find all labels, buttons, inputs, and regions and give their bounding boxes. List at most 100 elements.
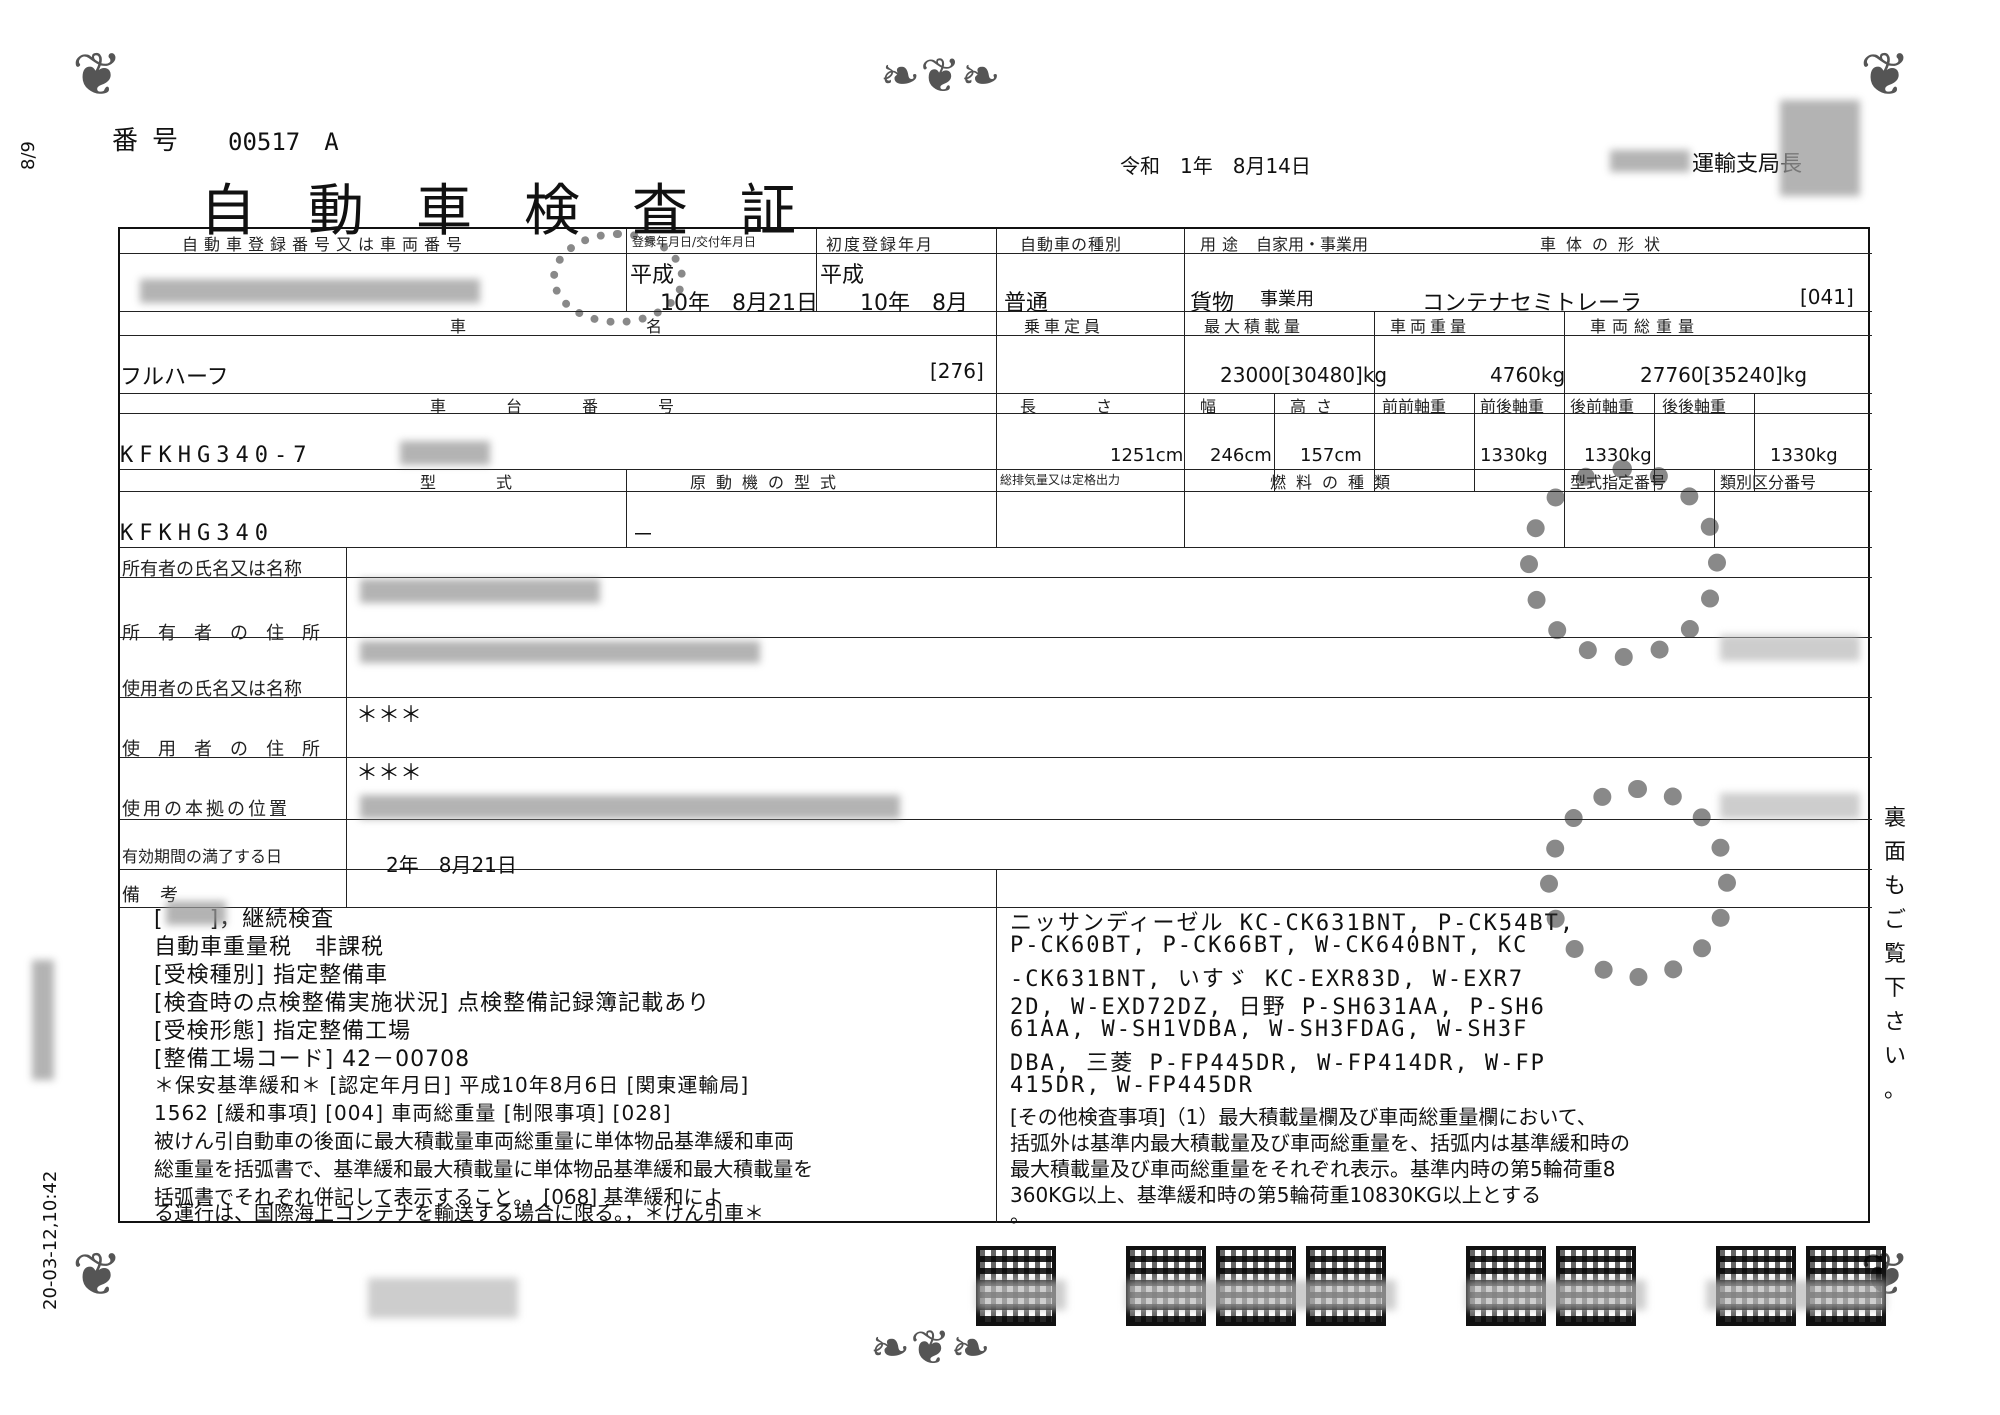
base-location-redacted bbox=[360, 795, 900, 819]
bottom-left-redacted bbox=[368, 1278, 518, 1318]
engine-model: － bbox=[632, 523, 655, 548]
label-fuel: 燃料の種類 bbox=[1270, 473, 1401, 492]
label-body-shape: 車体の形状 bbox=[1540, 235, 1671, 254]
vehicle-kind: 普通 bbox=[1004, 291, 1049, 316]
side-note-char: 裏 bbox=[1884, 806, 1907, 831]
side-stamp-top: 8/9 bbox=[18, 141, 39, 170]
side-note-char: 。 bbox=[1884, 1078, 1907, 1103]
side-stamp-bottom: 20-03-12,10:42 bbox=[40, 1170, 61, 1310]
label-width: 幅 bbox=[1200, 397, 1223, 416]
note-line: る運行は、国際海上コンテナを輸送する場合に限る。，＊けん引車＊ bbox=[154, 1201, 764, 1225]
official-seal-stamp bbox=[1540, 780, 1736, 986]
label-height: 高さ bbox=[1290, 397, 1343, 416]
label-user-address: 使用者の住所 bbox=[122, 739, 338, 760]
height: 157cm bbox=[1300, 445, 1362, 466]
spec-line: [その他検査事項]（1）最大積載量欄及び車両総重量欄において、 bbox=[1010, 1105, 1597, 1129]
note-line: [整備工場コード] 42－00708 bbox=[154, 1047, 471, 1072]
spec-line: 2D, W-EXD72DZ, 日野 P-SH631AA, P-SH6 bbox=[1010, 995, 1546, 1020]
spec-line: 最大積載量及び車両総重量をそれぞれ表示。基準内時の第5輪荷重8 bbox=[1010, 1157, 1616, 1181]
document-number: 00517 A bbox=[228, 128, 339, 156]
label-remarks: 備考 bbox=[122, 885, 198, 906]
side-note-char: も bbox=[1884, 874, 1907, 899]
document-number-label: 番号 bbox=[112, 126, 193, 156]
authority-name-redacted bbox=[1610, 150, 1690, 172]
use: 貨物 bbox=[1190, 291, 1235, 316]
max-load: 23000[30480]kg bbox=[1220, 363, 1388, 387]
label-vehicle-weight: 車両重量 bbox=[1390, 317, 1471, 336]
spec-line: -CK631BNT, いすゞ KC-EXR83D, W-EXR7 bbox=[1010, 967, 1525, 992]
label-displacement: 総排気量又は定格出力 bbox=[1000, 473, 1121, 487]
spec-line: 415DR, W-FP445DR bbox=[1010, 1073, 1254, 1098]
label-vehicle-kind: 自動車の種別 bbox=[1020, 235, 1123, 254]
spec-line: 360KG以上、基準緩和時の第5輪荷重10830KG以上とする bbox=[1010, 1183, 1542, 1207]
margin-redacted bbox=[32, 960, 54, 1080]
label-use: 用途 bbox=[1200, 235, 1245, 254]
label-owner-address: 所有者の住所 bbox=[122, 623, 338, 644]
reg-number-redacted bbox=[140, 279, 480, 303]
label-length: 長さ bbox=[1020, 397, 1173, 416]
note-line: 総重量を括弧書で、基準緩和最大積載量に単体物品基準緩和最大積載量を bbox=[154, 1157, 814, 1181]
label-user-name: 使用者の氏名又は名称 bbox=[122, 679, 302, 700]
note-line: 1562 [緩和事項] [004] 車両総重量 [制限事項] [028] bbox=[154, 1101, 672, 1125]
vehicle-weight: 4760kg bbox=[1490, 363, 1566, 387]
label-base-location: 使用の本拠の位置 bbox=[122, 799, 290, 820]
label-rf-axle: 後前軸重 bbox=[1570, 397, 1635, 416]
body-code: [041] bbox=[1800, 285, 1854, 309]
qr-label-redacted bbox=[1126, 1280, 1396, 1310]
label-engine-model: 原動機の型式 bbox=[690, 473, 847, 492]
label-gross-weight: 車両総重量 bbox=[1590, 317, 1701, 336]
owner-code-redacted bbox=[1720, 635, 1860, 661]
spec-line: P-CK60BT, P-CK66BT, W-CK640BNT, KC bbox=[1010, 933, 1529, 958]
label-private-business: 自家用・事業用 bbox=[1256, 235, 1369, 254]
name-code: [276] bbox=[930, 359, 984, 383]
document-title: 自動車検査証 bbox=[200, 179, 848, 244]
registration-stamp bbox=[550, 230, 686, 326]
label-reg-number: 自動車登録番号又は車両番号 bbox=[182, 235, 469, 254]
side-note: 裏 面 も ご 覧 下 さ い 。 bbox=[1884, 800, 1914, 1106]
side-note-char: さ bbox=[1884, 1010, 1907, 1035]
side-note-char: 面 bbox=[1884, 840, 1907, 865]
reg-date: 10年 8月21日 bbox=[660, 291, 818, 316]
label-category: 類別区分番号 bbox=[1720, 473, 1817, 492]
spec-line: 。 bbox=[1010, 1203, 1031, 1227]
note-line: 自動車重量税 非課税 bbox=[154, 935, 385, 960]
remarks-redacted bbox=[166, 901, 226, 925]
user-name: ＊＊＊ bbox=[356, 703, 423, 728]
label-chassis-number: 車台番号 bbox=[430, 397, 735, 416]
length: 1251cm bbox=[1110, 445, 1184, 466]
side-note-char: い bbox=[1884, 1044, 1907, 1069]
first-reg: 10年 8月 bbox=[860, 291, 968, 316]
spec-line: 61AA, W-SH1VDBA, W-SH3FDAG, W-SH3F bbox=[1010, 1017, 1529, 1042]
vehicle-name: フルハーフ bbox=[120, 365, 229, 390]
qr-label-redacted bbox=[976, 1280, 1066, 1310]
side-note-char: 覧 bbox=[1884, 942, 1907, 967]
corner-ornament-top-right: ❦ bbox=[1860, 40, 1911, 110]
private-business: 事業用 bbox=[1260, 289, 1314, 310]
label-max-load: 最大積載量 bbox=[1204, 317, 1305, 336]
note-line: [受検種別] 指定整備車 bbox=[154, 963, 389, 988]
label-capacity: 乗車定員 bbox=[1024, 317, 1105, 336]
side-note-char: 下 bbox=[1884, 976, 1907, 1001]
note-line: 被けん引自動車の後面に最大積載量車両総重量に単体物品基準緩和車両 bbox=[154, 1129, 794, 1153]
base-location-code-redacted bbox=[1720, 793, 1860, 819]
note-line: 括弧書でそれぞれ併記して表示すること。，[068] 基準緩和によ bbox=[154, 1185, 724, 1209]
label-model: 型式 bbox=[420, 473, 573, 492]
side-note-char: ご bbox=[1884, 908, 1907, 933]
width: 246cm bbox=[1210, 445, 1272, 466]
rr-axle: 1330kg bbox=[1770, 445, 1838, 466]
label-first-reg: 初度登録年月 bbox=[826, 235, 935, 254]
model: KFKHG340 bbox=[120, 521, 274, 546]
qr-label-redacted bbox=[1706, 1280, 1886, 1310]
spec-line: 括弧外は基準内最大積載量及び車両総重量を、括弧内は基準緩和時の bbox=[1010, 1131, 1630, 1155]
label-ff-axle: 前前軸重 bbox=[1382, 397, 1447, 416]
user-address: ＊＊＊ bbox=[356, 761, 423, 786]
chassis-number: KFKHG340-7 bbox=[120, 443, 313, 468]
owner-address-redacted bbox=[360, 641, 760, 663]
official-seal-stamp bbox=[1520, 460, 1726, 666]
corner-ornament-bottom-center: ❧❦❧ bbox=[870, 1320, 991, 1376]
chassis-number-redacted bbox=[400, 441, 490, 465]
label-expiry: 有効期間の満了する日 bbox=[122, 847, 283, 866]
authority-seal-redacted bbox=[1780, 100, 1860, 196]
spec-line: DBA, 三菱 P-FP445DR, W-FP414DR, W-FP bbox=[1010, 1051, 1546, 1076]
note-line: [受検形態] 指定整備工場 bbox=[154, 1019, 412, 1044]
